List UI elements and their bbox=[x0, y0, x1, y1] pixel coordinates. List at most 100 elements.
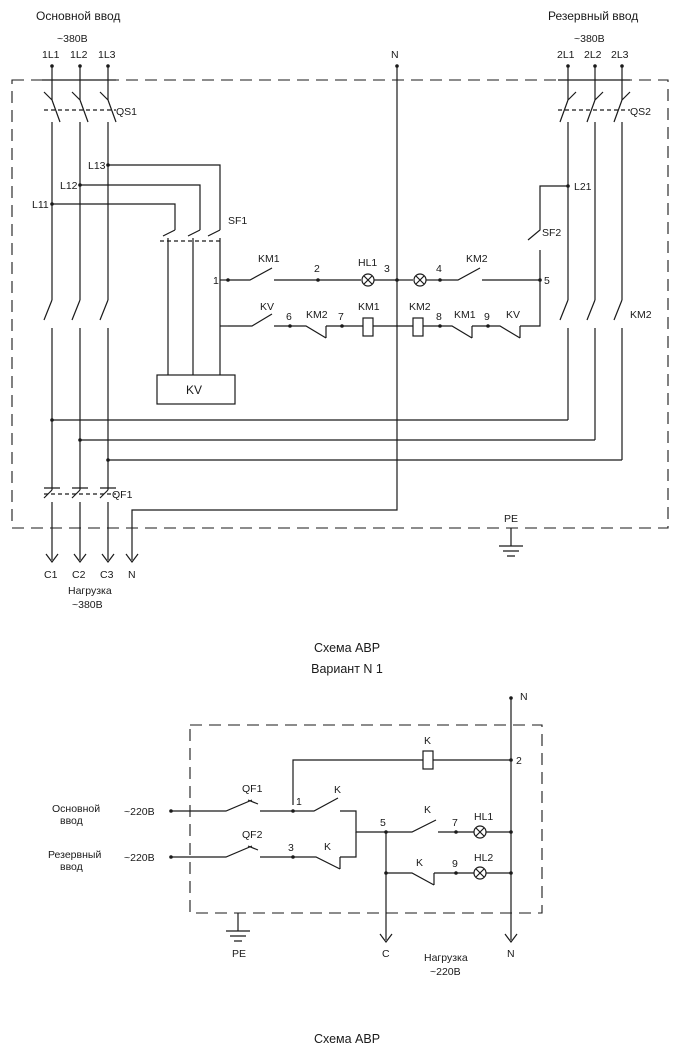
reserve-input-label: Резервный ввод bbox=[548, 9, 638, 23]
load-label-1: Нагрузка bbox=[68, 585, 112, 597]
pe-ground-2 bbox=[226, 913, 250, 942]
load-voltage-1: ~380В bbox=[72, 599, 103, 611]
hl2-label-s2: HL2 bbox=[474, 852, 493, 864]
main-input-2-line1: Основной bbox=[52, 803, 100, 815]
phase-2l2-label: 2L2 bbox=[584, 49, 602, 61]
hl1-label-s2: HL1 bbox=[474, 811, 493, 823]
out-n-label-s2: N bbox=[507, 948, 515, 960]
node-4-label: 4 bbox=[436, 263, 442, 275]
node-5-label-s2: 5 bbox=[380, 817, 386, 829]
out-c2-label: C2 bbox=[72, 569, 86, 581]
l12-label: L12 bbox=[60, 180, 78, 192]
pe-ground-1 bbox=[499, 528, 523, 557]
main-input-2-line2: ввод bbox=[60, 815, 83, 827]
main-input-label: Основной ввод bbox=[36, 9, 120, 23]
voltage-right-label: ~380В bbox=[574, 33, 605, 45]
load-voltage-2: ~220В bbox=[430, 966, 461, 978]
qs1-label: QS1 bbox=[116, 106, 137, 118]
node-3-label: 3 bbox=[384, 263, 390, 275]
node-8-label: 8 bbox=[436, 311, 442, 323]
km2-label-row2a: KM2 bbox=[306, 309, 328, 321]
node-2-label-s2: 2 bbox=[516, 755, 522, 767]
node-9-label-s2: 9 bbox=[452, 858, 458, 870]
node-2-label: 2 bbox=[314, 263, 320, 275]
reserve-input-2-line1: Резервный bbox=[48, 849, 101, 861]
kv-label-row2: KV bbox=[260, 301, 274, 313]
neutral-label-2: N bbox=[520, 691, 528, 703]
relay-k-label-3: K bbox=[424, 804, 431, 816]
km1-label-row2b: KM1 bbox=[454, 309, 476, 321]
qf2-label-s2: QF2 bbox=[242, 829, 263, 841]
kv-relay-label: KV bbox=[186, 383, 202, 397]
sf1-label: SF1 bbox=[228, 215, 247, 227]
relay-k-label-2: K bbox=[324, 841, 331, 853]
km2-coil-label: KM2 bbox=[409, 301, 431, 313]
km1-coil-label: KM1 bbox=[358, 301, 380, 313]
phase-2l3-label: 2L3 bbox=[611, 49, 629, 61]
node-6-label: 6 bbox=[286, 311, 292, 323]
node-1-label: 1 bbox=[213, 275, 219, 287]
node-5-label: 5 bbox=[544, 275, 550, 287]
enclosure-2 bbox=[189, 724, 543, 914]
km2-label-right: KM2 bbox=[630, 309, 652, 321]
relay-k-row bbox=[292, 750, 513, 805]
scheme-1: Основной ввод Резервный ввод ~380В ~380В… bbox=[11, 9, 669, 676]
pe-label-1: PE bbox=[504, 513, 518, 525]
scheme-1-title: Схема АВР bbox=[314, 641, 380, 655]
main-phase-lines bbox=[42, 66, 117, 490]
kv-label-row2b: KV bbox=[506, 309, 520, 321]
l11-label: L11 bbox=[32, 199, 49, 211]
relay-k-label-4: K bbox=[416, 857, 423, 869]
hl1-label: HL1 bbox=[358, 257, 377, 269]
l13-label: L13 bbox=[88, 160, 106, 172]
out-c1-label: C1 bbox=[44, 569, 58, 581]
relay-k-coil-label: K bbox=[424, 735, 431, 747]
node-1-label-s2: 1 bbox=[296, 796, 302, 808]
phase-1l1-label: 1L1 bbox=[42, 49, 60, 61]
km1-label-row1: KM1 bbox=[258, 253, 280, 265]
reserve-input-2-line2: ввод bbox=[60, 861, 83, 873]
sf1-breaker bbox=[160, 229, 228, 375]
main-input-row-2 bbox=[169, 797, 386, 833]
relay-k-label-1: K bbox=[334, 784, 341, 796]
reserve-voltage-2: ~220В bbox=[124, 852, 155, 864]
km2-label-row1: KM2 bbox=[466, 253, 488, 265]
crossover-bus bbox=[50, 418, 622, 462]
control-row-1 bbox=[226, 267, 542, 287]
out-n-label: N bbox=[128, 569, 136, 581]
control-row-2 bbox=[228, 280, 541, 339]
phase-1l2-label: 1L2 bbox=[70, 49, 88, 61]
qf1-label: QF1 bbox=[112, 489, 133, 501]
qf1-label-s2: QF1 bbox=[242, 783, 263, 795]
taps bbox=[50, 163, 221, 230]
node-7-label-s2: 7 bbox=[452, 817, 458, 829]
neutral-bus bbox=[131, 66, 398, 560]
reserve-input-row-2 bbox=[169, 832, 357, 870]
input-terminals bbox=[50, 64, 624, 68]
qs2-label: QS2 bbox=[630, 106, 651, 118]
enclosure-1 bbox=[11, 79, 669, 529]
neutral-label-top: N bbox=[391, 49, 399, 61]
phase-2l1-label: 2L1 bbox=[557, 49, 575, 61]
out-c3-label: C3 bbox=[100, 569, 114, 581]
kv-relay-box bbox=[156, 374, 236, 405]
scheme-2-title: Схема АВР bbox=[314, 1032, 380, 1046]
node-3-label-s2: 3 bbox=[288, 842, 294, 854]
phase-1l3-label: 1L3 bbox=[98, 49, 116, 61]
out-c-label-s2: C bbox=[382, 948, 390, 960]
node-7-label: 7 bbox=[338, 311, 344, 323]
pe-label-2: PE bbox=[232, 948, 246, 960]
qf1-breaker bbox=[43, 487, 116, 560]
reserve-phase-lines bbox=[527, 66, 631, 460]
node-5-distribution bbox=[379, 819, 513, 943]
scheme-2: N K 2 Основной ввод ~220В QF1 1 K bbox=[48, 691, 543, 1046]
node-9-label: 9 bbox=[484, 311, 490, 323]
main-voltage-2: ~220В bbox=[124, 806, 155, 818]
l21-label: L21 bbox=[574, 181, 592, 193]
scheme-1-subtitle: Вариант N 1 bbox=[311, 662, 383, 676]
load-label-2: Нагрузка bbox=[424, 952, 468, 964]
sf2-label: SF2 bbox=[542, 227, 561, 239]
voltage-left-label: ~380В bbox=[57, 33, 88, 45]
output-arrows bbox=[45, 553, 139, 563]
